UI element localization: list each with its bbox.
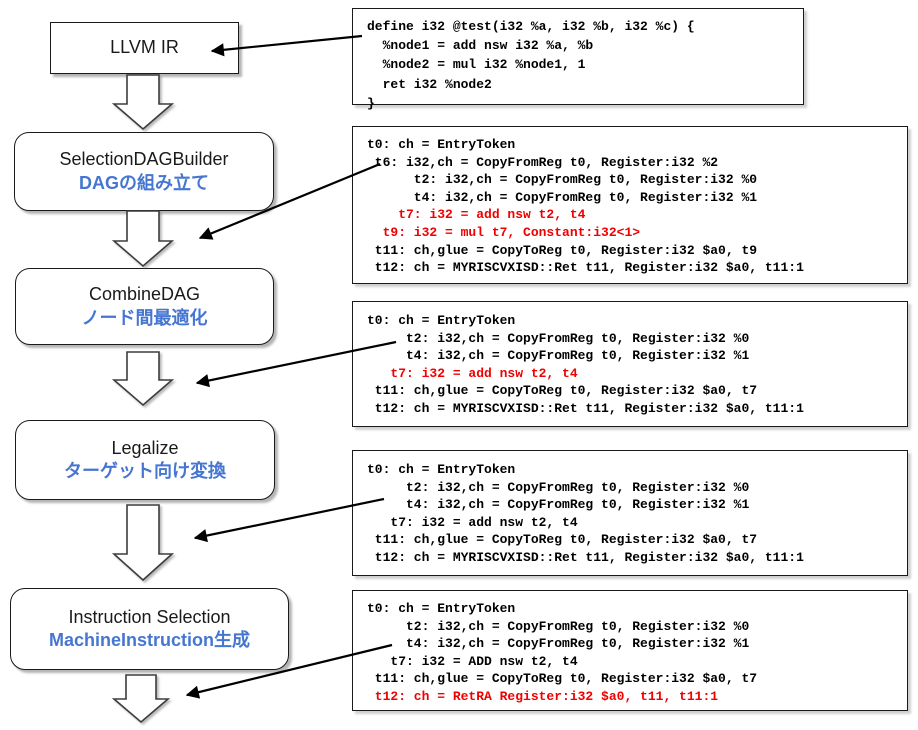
code-line: t4: i32,ch = CopyFromReg t0, Register:i3… [367, 189, 758, 205]
stage-title: Legalize [111, 437, 179, 458]
stage-title: LLVM IR [110, 37, 179, 58]
flow-stage-combinedag: CombineDAG ノード間最適化 [15, 268, 274, 345]
code-line: t7: i32 = add nsw t2, t4 [367, 207, 586, 223]
code-line: t12: ch = MYRISCVXISD::Ret t11, Register… [367, 400, 804, 416]
code-line: t2: i32,ch = CopyFromReg t0, Register:i3… [367, 330, 750, 346]
code-line: ret i32 %node2 [367, 76, 492, 92]
flow-down-arrow-2 [111, 210, 175, 268]
code-line: t11: ch,glue = CopyToReg t0, Register:i3… [367, 242, 758, 258]
code-panel-combine-dag-dump: t0: ch = EntryToken t2: i32,ch = CopyFro… [352, 301, 908, 427]
code-line: t0: ch = EntryToken [367, 137, 516, 152]
code-line: t0: ch = EntryToken [367, 313, 516, 328]
stage-title: CombineDAG [88, 284, 201, 305]
code-line: t7: i32 = add nsw t2, t4 [367, 514, 578, 530]
stage-subtitle: ノード間最適化 [81, 307, 208, 328]
flow-stage-legalize: Legalize ターゲット向け変換 [15, 420, 275, 500]
code-line: t12: ch = MYRISCVXISD::Ret t11, Register… [367, 549, 804, 565]
code-line: t9: i32 = mul t7, Constant:i32<1> [367, 224, 641, 240]
code-line: t4: i32,ch = CopyFromReg t0, Register:i3… [367, 497, 750, 513]
code-line: t4: i32,ch = CopyFromReg t0, Register:i3… [367, 348, 750, 364]
code-panel-legalize-dump: t0: ch = EntryToken t2: i32,ch = CopyFro… [352, 450, 908, 576]
code-panel-selectiondag-build-dump: t0: ch = EntryToken t6: i32,ch = CopyFro… [352, 126, 908, 284]
code-line: t7: i32 = ADD nsw t2, t4 [367, 653, 578, 669]
code-line: t7: i32 = add nsw t2, t4 [367, 365, 578, 381]
code-line: t2: i32,ch = CopyFromReg t0, Register:i3… [367, 618, 750, 634]
code-line: t11: ch,glue = CopyToReg t0, Register:i3… [367, 383, 758, 399]
code-line: } [367, 95, 375, 111]
code-line: t0: ch = EntryToken [367, 601, 516, 616]
code-line: t11: ch,glue = CopyToReg t0, Register:i3… [367, 532, 758, 548]
flow-stage-llvm-ir: LLVM IR [50, 22, 239, 74]
code-line: t12: ch = RetRA Register:i32 $a0, t11, t… [367, 688, 719, 704]
code-line: %node2 = mul i32 %node1, 1 [367, 57, 586, 73]
code-line: define i32 @test(i32 %a, i32 %b, i32 %c)… [367, 19, 695, 34]
flow-down-arrow-4 [111, 504, 175, 582]
code-line: t12: ch = MYRISCVXISD::Ret t11, Register… [367, 260, 804, 276]
flow-down-arrow-5 [111, 674, 171, 724]
code-line: t4: i32,ch = CopyFromReg t0, Register:i3… [367, 636, 750, 652]
code-line: t6: i32,ch = CopyFromReg t0, Register:i3… [367, 154, 719, 170]
flow-stage-selectiondagbuilder: SelectionDAGBuilder DAGの組み立て [14, 132, 274, 211]
flow-down-arrow-1 [111, 74, 175, 131]
stage-subtitle: MachineInstruction生成 [48, 630, 250, 650]
code-line: %node1 = add nsw i32 %a, %b [367, 38, 594, 54]
code-line: t11: ch,glue = CopyToReg t0, Register:i3… [367, 671, 758, 687]
flow-down-arrow-3 [111, 351, 175, 407]
flow-stage-instruction-selection: Instruction Selection MachineInstruction… [10, 588, 289, 670]
code-line: t0: ch = EntryToken [367, 462, 516, 477]
stage-title: SelectionDAGBuilder [59, 149, 229, 170]
stage-subtitle: DAGの組み立て [79, 172, 209, 193]
stage-subtitle: ターゲット向け変換 [64, 461, 226, 481]
code-line: t2: i32,ch = CopyFromReg t0, Register:i3… [367, 479, 750, 495]
code-panel-llvm-ir-source: define i32 @test(i32 %a, i32 %b, i32 %c)… [352, 8, 804, 111]
stage-title: Instruction Selection [68, 606, 231, 627]
code-line: t2: i32,ch = CopyFromReg t0, Register:i3… [367, 172, 758, 188]
code-panel-instruction-selection-dump: t0: ch = EntryToken t2: i32,ch = CopyFro… [352, 590, 908, 711]
